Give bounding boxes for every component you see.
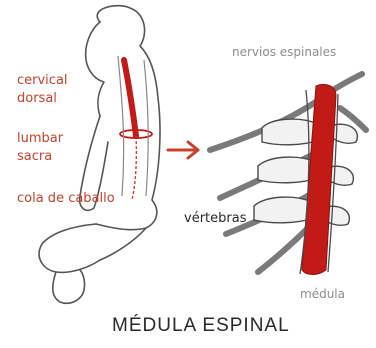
baby-cord-lower	[132, 136, 136, 200]
label-dorsal: dorsal	[17, 92, 57, 105]
vertebra-3	[254, 197, 314, 223]
label-cervical: cervical	[17, 74, 68, 87]
nerve-top-right	[330, 74, 362, 92]
vertebrae	[254, 119, 357, 225]
baby-face-outline	[86, 22, 104, 116]
spine-detail	[210, 74, 366, 275]
label-medula: médula	[300, 288, 345, 300]
baby-figure	[39, 6, 160, 304]
label-sacra: sacra	[17, 150, 52, 163]
page-title: MÉDULA ESPINAL	[112, 316, 290, 335]
baby-leg-outline	[39, 224, 100, 272]
label-lumbar: lumbar	[17, 132, 63, 145]
baby-spinal-cord	[118, 56, 152, 200]
label-vertebras: vértebras	[184, 212, 246, 225]
label-cola-de-caballo: cola de caballo	[17, 192, 115, 205]
baby-cord-upper	[124, 60, 136, 136]
baby-thigh-outline	[100, 228, 146, 260]
arrow-icon	[168, 142, 198, 158]
label-nervios-espinales: nervios espinales	[232, 46, 336, 58]
vertebra-1	[262, 119, 320, 145]
baby-foot-outline	[53, 270, 85, 303]
